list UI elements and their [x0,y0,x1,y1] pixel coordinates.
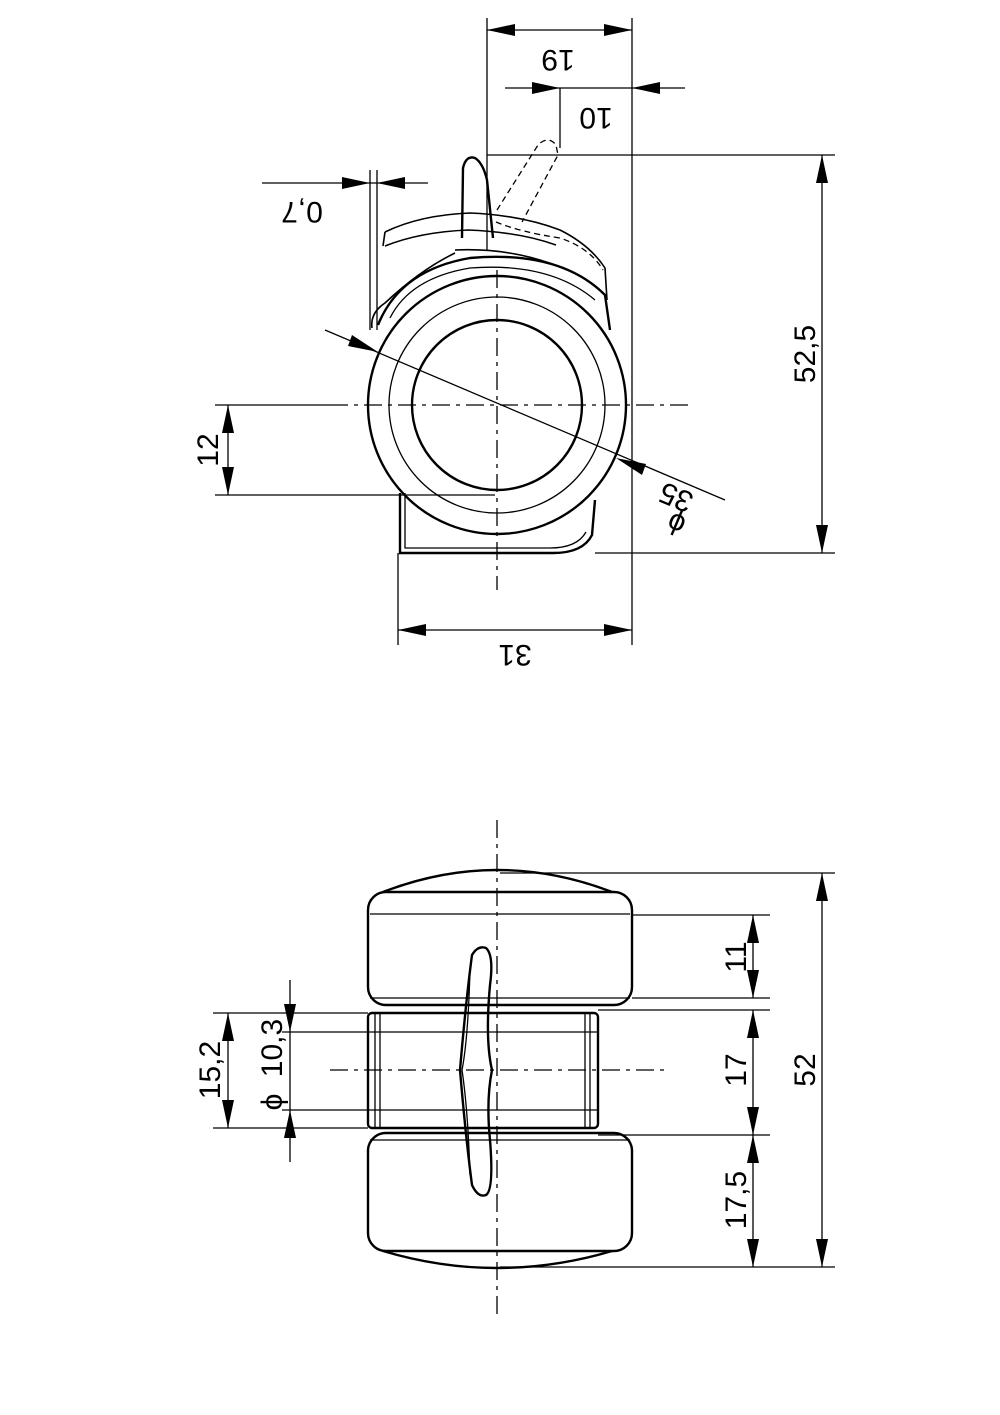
wheel-outer-circle [366,274,628,536]
brake-lever-front-inner [461,969,471,1176]
housing-left-edge [370,252,456,329]
dim-text-10-3: 10,3 [256,1019,289,1077]
dim-text-0-7: 0,7 [281,195,323,228]
dim-text-17: 17 [720,1053,753,1086]
arrowhead [532,82,560,94]
arrowhead [816,525,828,553]
arrowhead [348,335,378,352]
arrowhead [222,1100,234,1128]
brake-pedal-lower [384,229,557,247]
dim-text-52: 52 [789,1053,822,1086]
brake-lever-alternate [496,139,559,223]
brake-pedal-alternate [495,221,604,271]
arrowhead [342,177,370,189]
arrowhead [222,405,234,433]
arrowhead [816,1239,828,1267]
front-view: 11 17 17,5 52 15,2 10,3 ϕ [194,820,835,1320]
arrowhead [398,624,426,636]
dim-text-19: 19 [541,43,574,76]
dim-text-31: 31 [498,638,531,671]
wheel-hub-circle [410,318,584,492]
arrowhead [816,155,828,183]
dim-text-11: 11 [720,941,753,972]
top-wheel-body [366,890,634,1007]
arrowhead [616,458,646,475]
housing-bottom-inner [404,493,587,549]
arrowhead [284,1110,296,1138]
arrowhead [747,1239,759,1267]
arrowhead [284,1004,296,1032]
brake-pedal-upper [384,212,608,301]
top-wheel-curve [382,868,613,894]
arrowhead [487,24,515,36]
bottom-wheel-body [366,1131,634,1253]
dim-text-52-5: 52,5 [789,325,822,383]
housing-bottom [398,493,597,555]
arrowhead [747,1135,759,1163]
dim-line-35 [324,329,726,501]
diameter-symbol: ϕ [256,1094,289,1111]
dim-text-15-2: 15,2 [194,1041,227,1099]
side-view: 19 10 0,7 52,5 12 35 ϕ 31 [192,18,835,671]
brake-pedal-tip [382,231,386,247]
hub-body [366,1011,600,1130]
brake-lever [460,156,495,239]
dim-text-17-5: 17,5 [720,1171,753,1229]
arrowhead [632,82,660,94]
arrowhead [222,467,234,495]
arrowhead [377,177,405,189]
housing-top-arc-inner [389,266,596,319]
wheel-tread-circle [388,296,606,514]
arrowhead [222,1013,234,1041]
arrowhead [604,24,632,36]
brake-lever-front [458,946,494,1197]
arrowhead [604,624,632,636]
arrowhead [747,915,759,943]
arrowhead [816,873,828,901]
arrowhead [747,1107,759,1135]
dim-text-12: 12 [192,433,225,466]
dim-text-10: 10 [579,101,612,134]
arrowhead [747,970,759,998]
arrowhead [747,1010,759,1038]
bottom-wheel-curve [382,1249,613,1270]
housing-mid-line [454,248,601,291]
